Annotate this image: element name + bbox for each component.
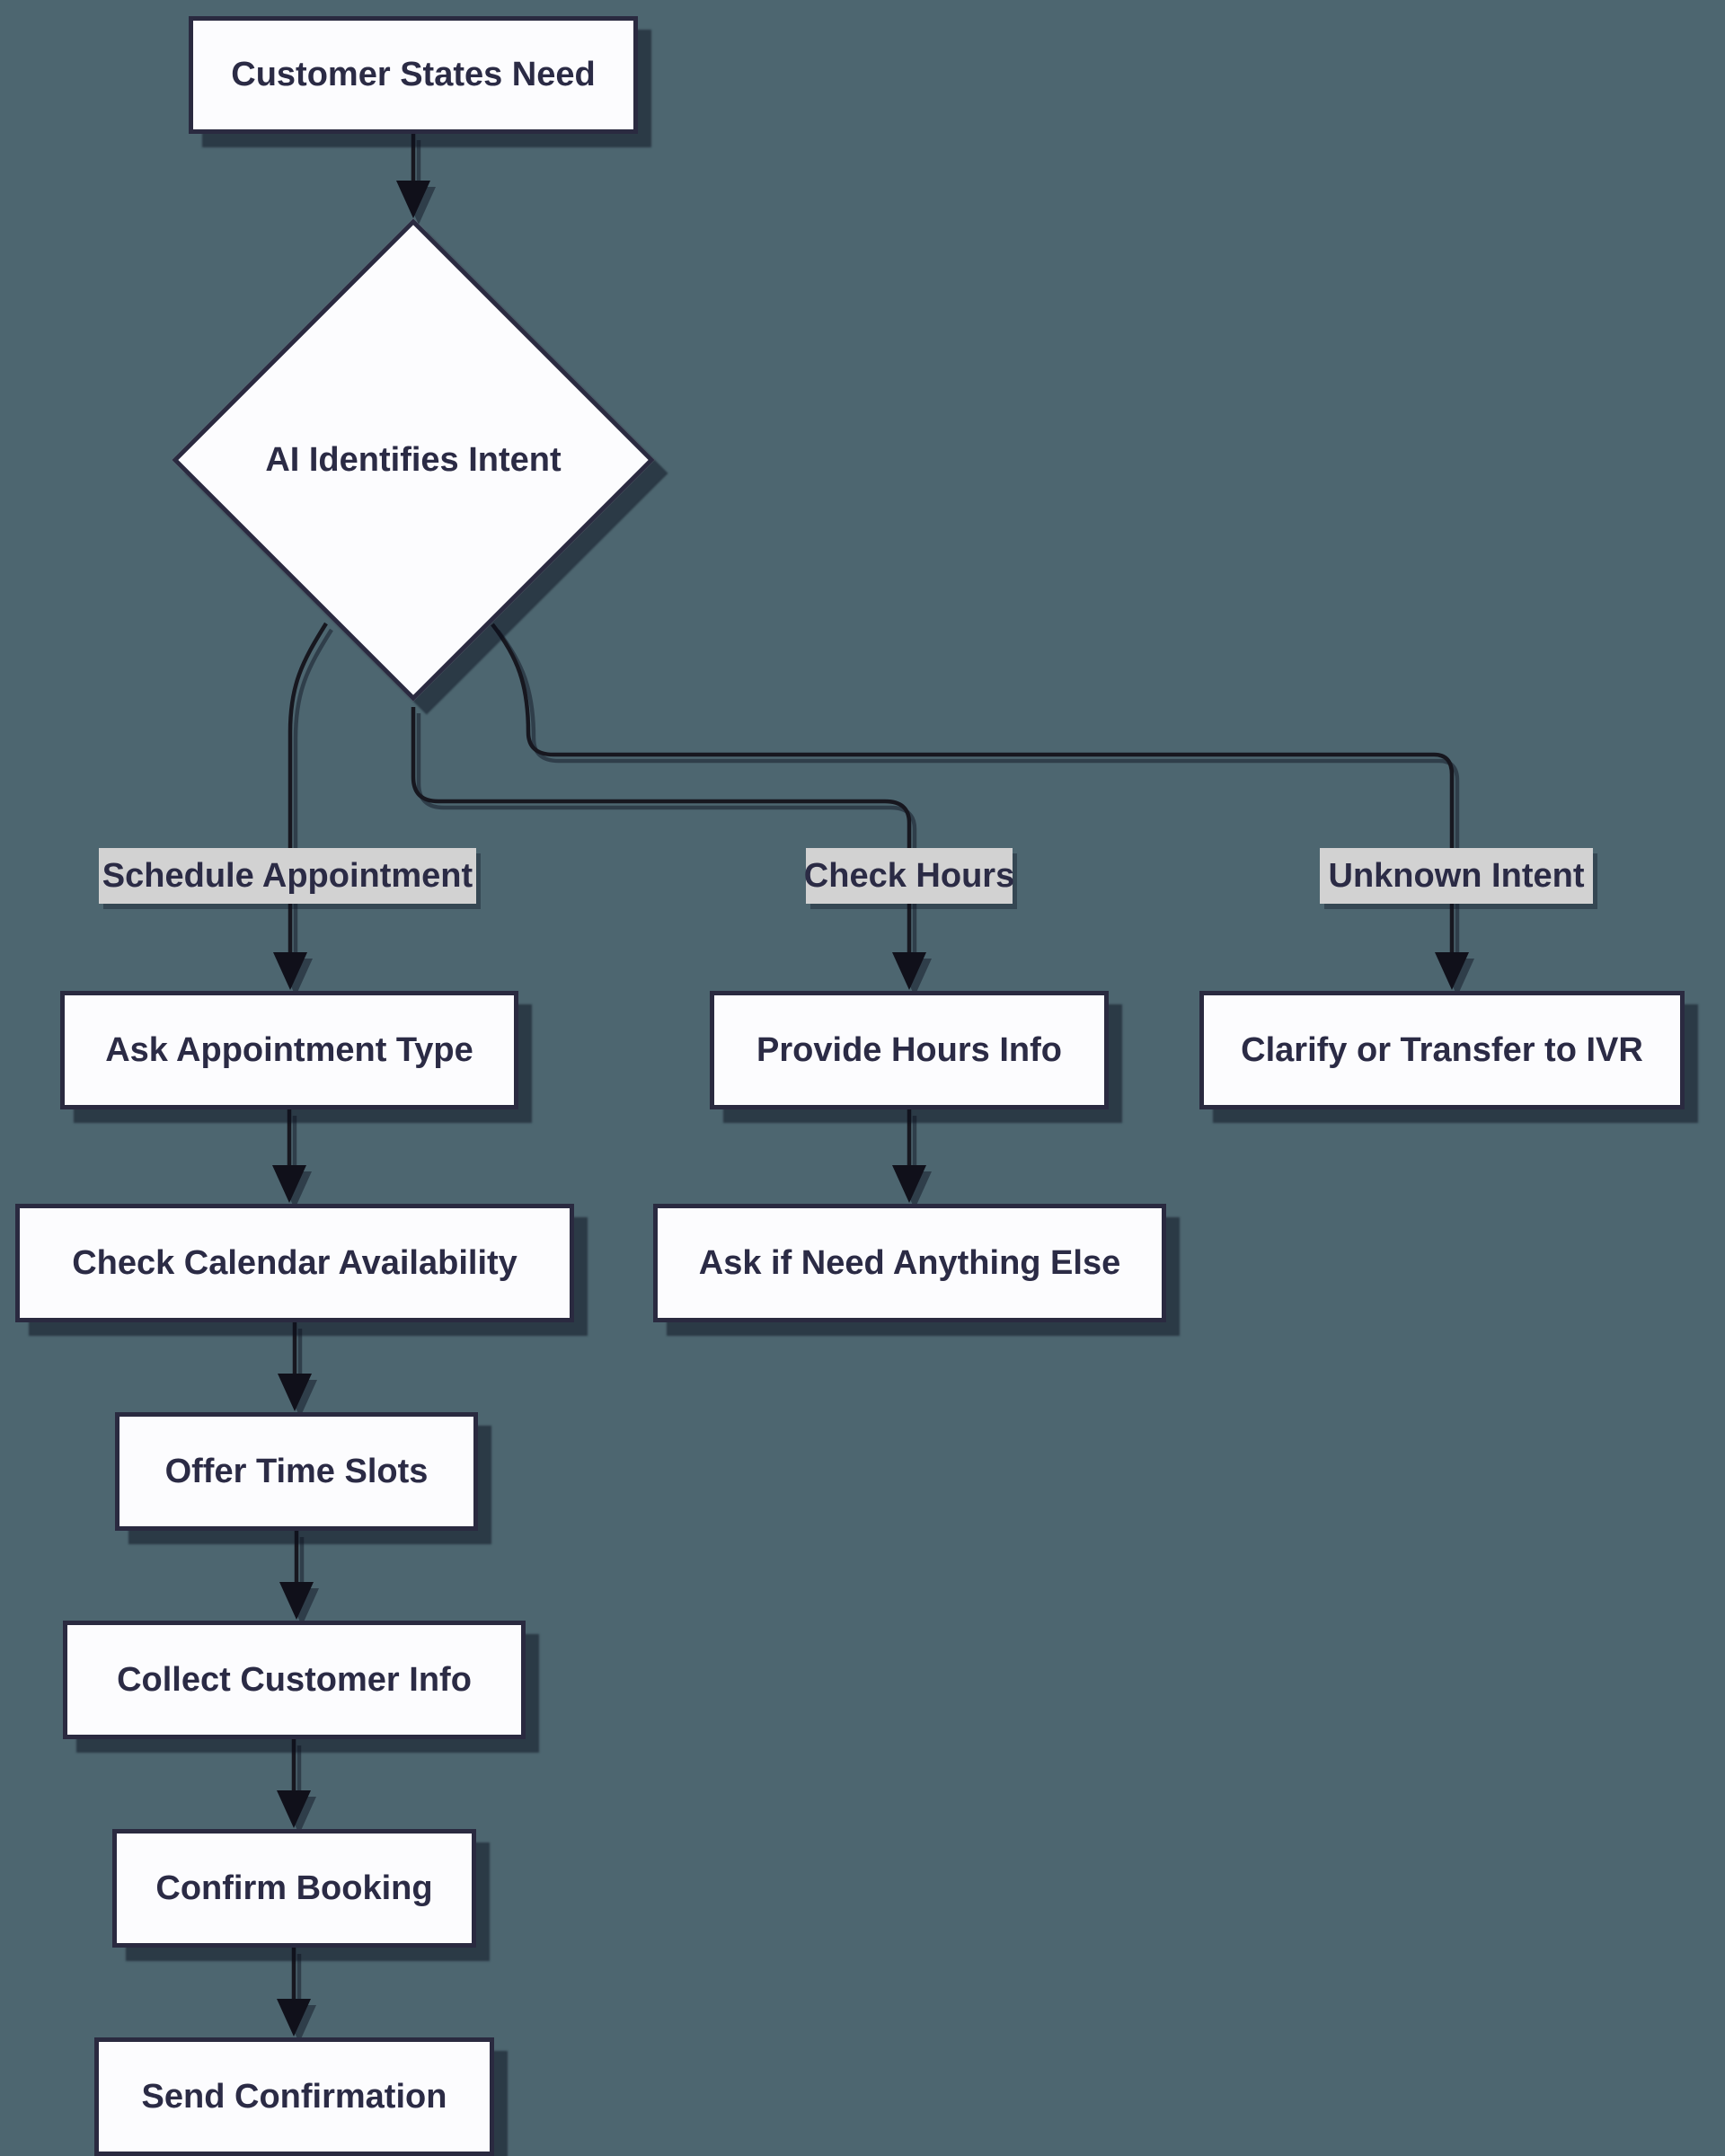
node-offer-time-slots-label: Offer Time Slots	[164, 1452, 429, 1490]
node-check-calendar-availability: Check Calendar Availability	[15, 1204, 574, 1322]
arrowhead-intent-to-ask-appointment-type	[273, 952, 307, 990]
node-clarify-or-transfer-to-ivr: Clarify or Transfer to IVR	[1199, 991, 1685, 1109]
node-send-confirmation-label: Send Confirmation	[141, 2077, 447, 2116]
node-confirm-booking-label: Confirm Booking	[155, 1869, 433, 1907]
arrowhead-offer-slots-to-collect-info	[279, 1582, 314, 1620]
arrowhead-confirm-booking-to-send-confirmation	[277, 1999, 311, 2037]
node-ask-appointment-type-label: Ask Appointment Type	[105, 1030, 473, 1069]
node-clarify-or-transfer-to-ivr-label: Clarify or Transfer to IVR	[1241, 1030, 1643, 1069]
arrowhead-hours-info-to-anything-else	[892, 1165, 926, 1203]
arrowhead-ask-type-to-check-calendar	[272, 1165, 306, 1203]
arrowhead-intent-to-clarify	[1435, 952, 1469, 990]
arrowhead-start-to-intent	[396, 181, 430, 218]
node-check-calendar-availability-label: Check Calendar Availability	[72, 1243, 518, 1282]
node-offer-time-slots: Offer Time Slots	[115, 1412, 478, 1531]
arrowhead-check-calendar-to-offer-slots	[278, 1374, 312, 1411]
node-collect-customer-info: Collect Customer Info	[63, 1621, 526, 1739]
edge-intent-to-ask-appointment-type	[288, 622, 328, 955]
edge-label-schedule-appointment: Schedule Appointment	[99, 848, 476, 904]
decision-ai-identifies-intent-label: AI Identifies Intent	[265, 440, 562, 479]
arrowhead-collect-info-to-confirm-booking	[277, 1790, 311, 1828]
node-ask-appointment-type: Ask Appointment Type	[60, 991, 518, 1109]
edge-label-unknown-intent: Unknown Intent	[1320, 848, 1593, 904]
node-ask-if-need-anything-else-label: Ask if Need Anything Else	[698, 1243, 1121, 1282]
node-send-confirmation: Send Confirmation	[94, 2037, 494, 2156]
node-ask-if-need-anything-else: Ask if Need Anything Else	[653, 1204, 1166, 1322]
edge-label-check-hours: Check Hours	[804, 848, 1014, 904]
node-provide-hours-info: Provide Hours Info	[710, 991, 1109, 1109]
edge-intent-to-provide-hours-info	[411, 707, 912, 955]
node-confirm-booking: Confirm Booking	[112, 1829, 476, 1948]
node-customer-states-need-label: Customer States Need	[231, 56, 596, 93]
edge-intent-to-clarify	[491, 623, 1455, 955]
node-collect-customer-info-label: Collect Customer Info	[117, 1660, 472, 1699]
arrowhead-intent-to-provide-hours-info	[892, 952, 926, 990]
node-provide-hours-info-label: Provide Hours Info	[756, 1030, 1062, 1069]
node-customer-states-need: Customer States Need	[189, 16, 638, 134]
